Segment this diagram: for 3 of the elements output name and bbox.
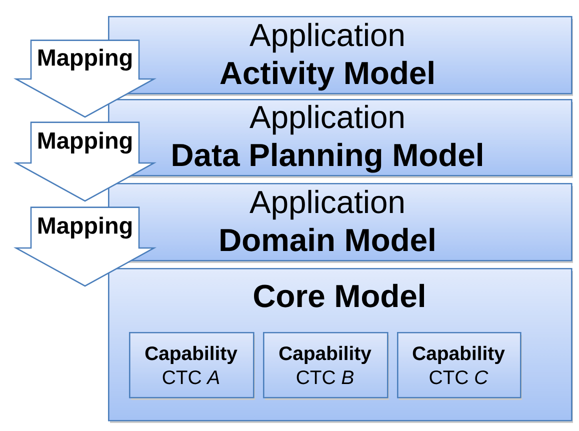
capability-box: Capability CTC A bbox=[129, 332, 255, 400]
capability-box: Capability CTC C bbox=[397, 332, 522, 400]
capability-box: Capability CTC B bbox=[263, 332, 389, 400]
